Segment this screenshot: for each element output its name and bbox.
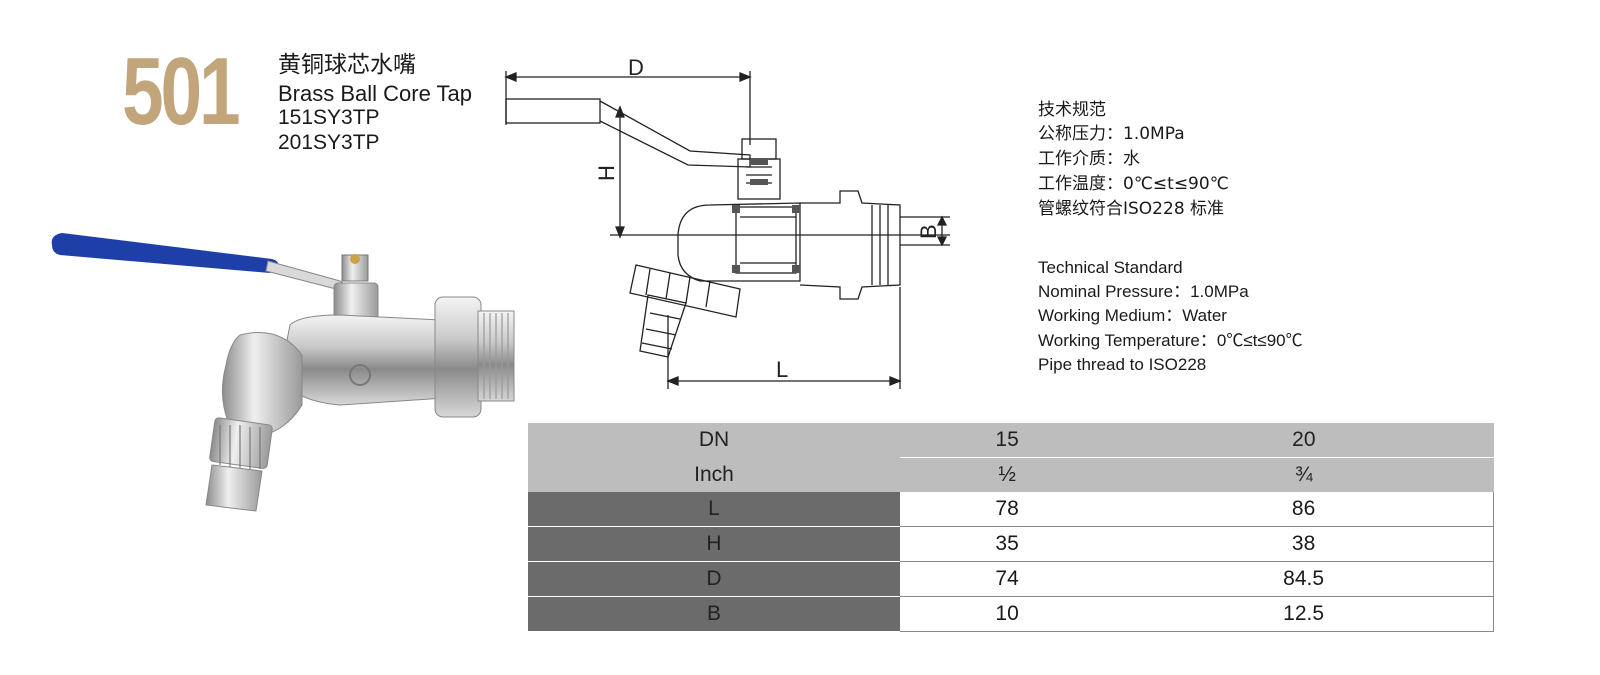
- row-label: D: [528, 561, 900, 597]
- dim-label-d: D: [628, 55, 644, 80]
- table-cell: 74: [900, 561, 1115, 597]
- spec-en-heading: Technical Standard: [1038, 258, 1183, 277]
- spec-en-line: Nominal Pressure：1.0MPa: [1038, 282, 1249, 301]
- spec-cn-heading: 技术规范: [1038, 100, 1106, 120]
- technical-drawing: D H B L: [504, 55, 950, 389]
- product-code-2: 201SY3TP: [278, 131, 380, 154]
- table-header-cell: DN: [528, 423, 900, 458]
- table-cell: 35: [900, 526, 1115, 562]
- table-header-cell: ¾: [1114, 457, 1494, 492]
- table-row: L 78 86: [528, 492, 1495, 527]
- table-row: B 10 12.5: [528, 596, 1495, 632]
- product-title-en: Brass Ball Core Tap: [278, 81, 473, 106]
- model-number: 501: [122, 38, 241, 145]
- table-cell: 12.5: [1114, 596, 1495, 632]
- dim-label-l: L: [776, 357, 788, 382]
- spec-cn-line: 工作介质：水: [1038, 149, 1140, 169]
- row-label: B: [528, 596, 900, 632]
- table-header-cell: ½: [900, 457, 1115, 492]
- table-header-cell: Inch: [528, 457, 900, 492]
- spec-cn-line: 公称压力：1.0MPa: [1038, 124, 1185, 144]
- table-row: D 74 84.5: [528, 561, 1495, 597]
- spec-cn-line: 管螺纹符合ISO228 标准: [1038, 199, 1225, 219]
- table-header-row: DN 15 20: [528, 423, 1494, 458]
- product-photo: [51, 233, 515, 512]
- table-cell: 10: [900, 596, 1115, 632]
- spec-cn-line: 工作温度：0℃≤t≤90℃: [1038, 174, 1229, 194]
- product-code-1: 151SY3TP: [278, 106, 380, 129]
- dim-label-h: H: [594, 165, 619, 181]
- table-header-row: Inch ½ ¾: [528, 457, 1494, 492]
- dimensions-table: DN 15 20 Inch ½ ¾ L 78 86 H 35 38 D 74 8…: [528, 423, 1495, 632]
- dim-label-b: B: [916, 224, 941, 239]
- product-title-cn: 黄铜球芯水嘴: [278, 52, 416, 78]
- spec-en-line: Working Medium：Water: [1038, 306, 1227, 325]
- table-cell: 78: [900, 492, 1115, 527]
- row-label: H: [528, 526, 900, 562]
- spec-en-line: Working Temperature：0℃≤t≤90℃: [1038, 331, 1303, 350]
- row-label: L: [528, 492, 900, 527]
- table-row: H 35 38: [528, 526, 1495, 562]
- table-cell: 38: [1114, 526, 1495, 562]
- lever-handle: [51, 233, 361, 302]
- table-header-cell: 15: [900, 423, 1115, 458]
- table-header-cell: 20: [1114, 423, 1494, 458]
- table-cell: 86: [1114, 492, 1495, 527]
- spec-en-line: Pipe thread to ISO228: [1038, 355, 1207, 374]
- table-cell: 84.5: [1114, 561, 1495, 597]
